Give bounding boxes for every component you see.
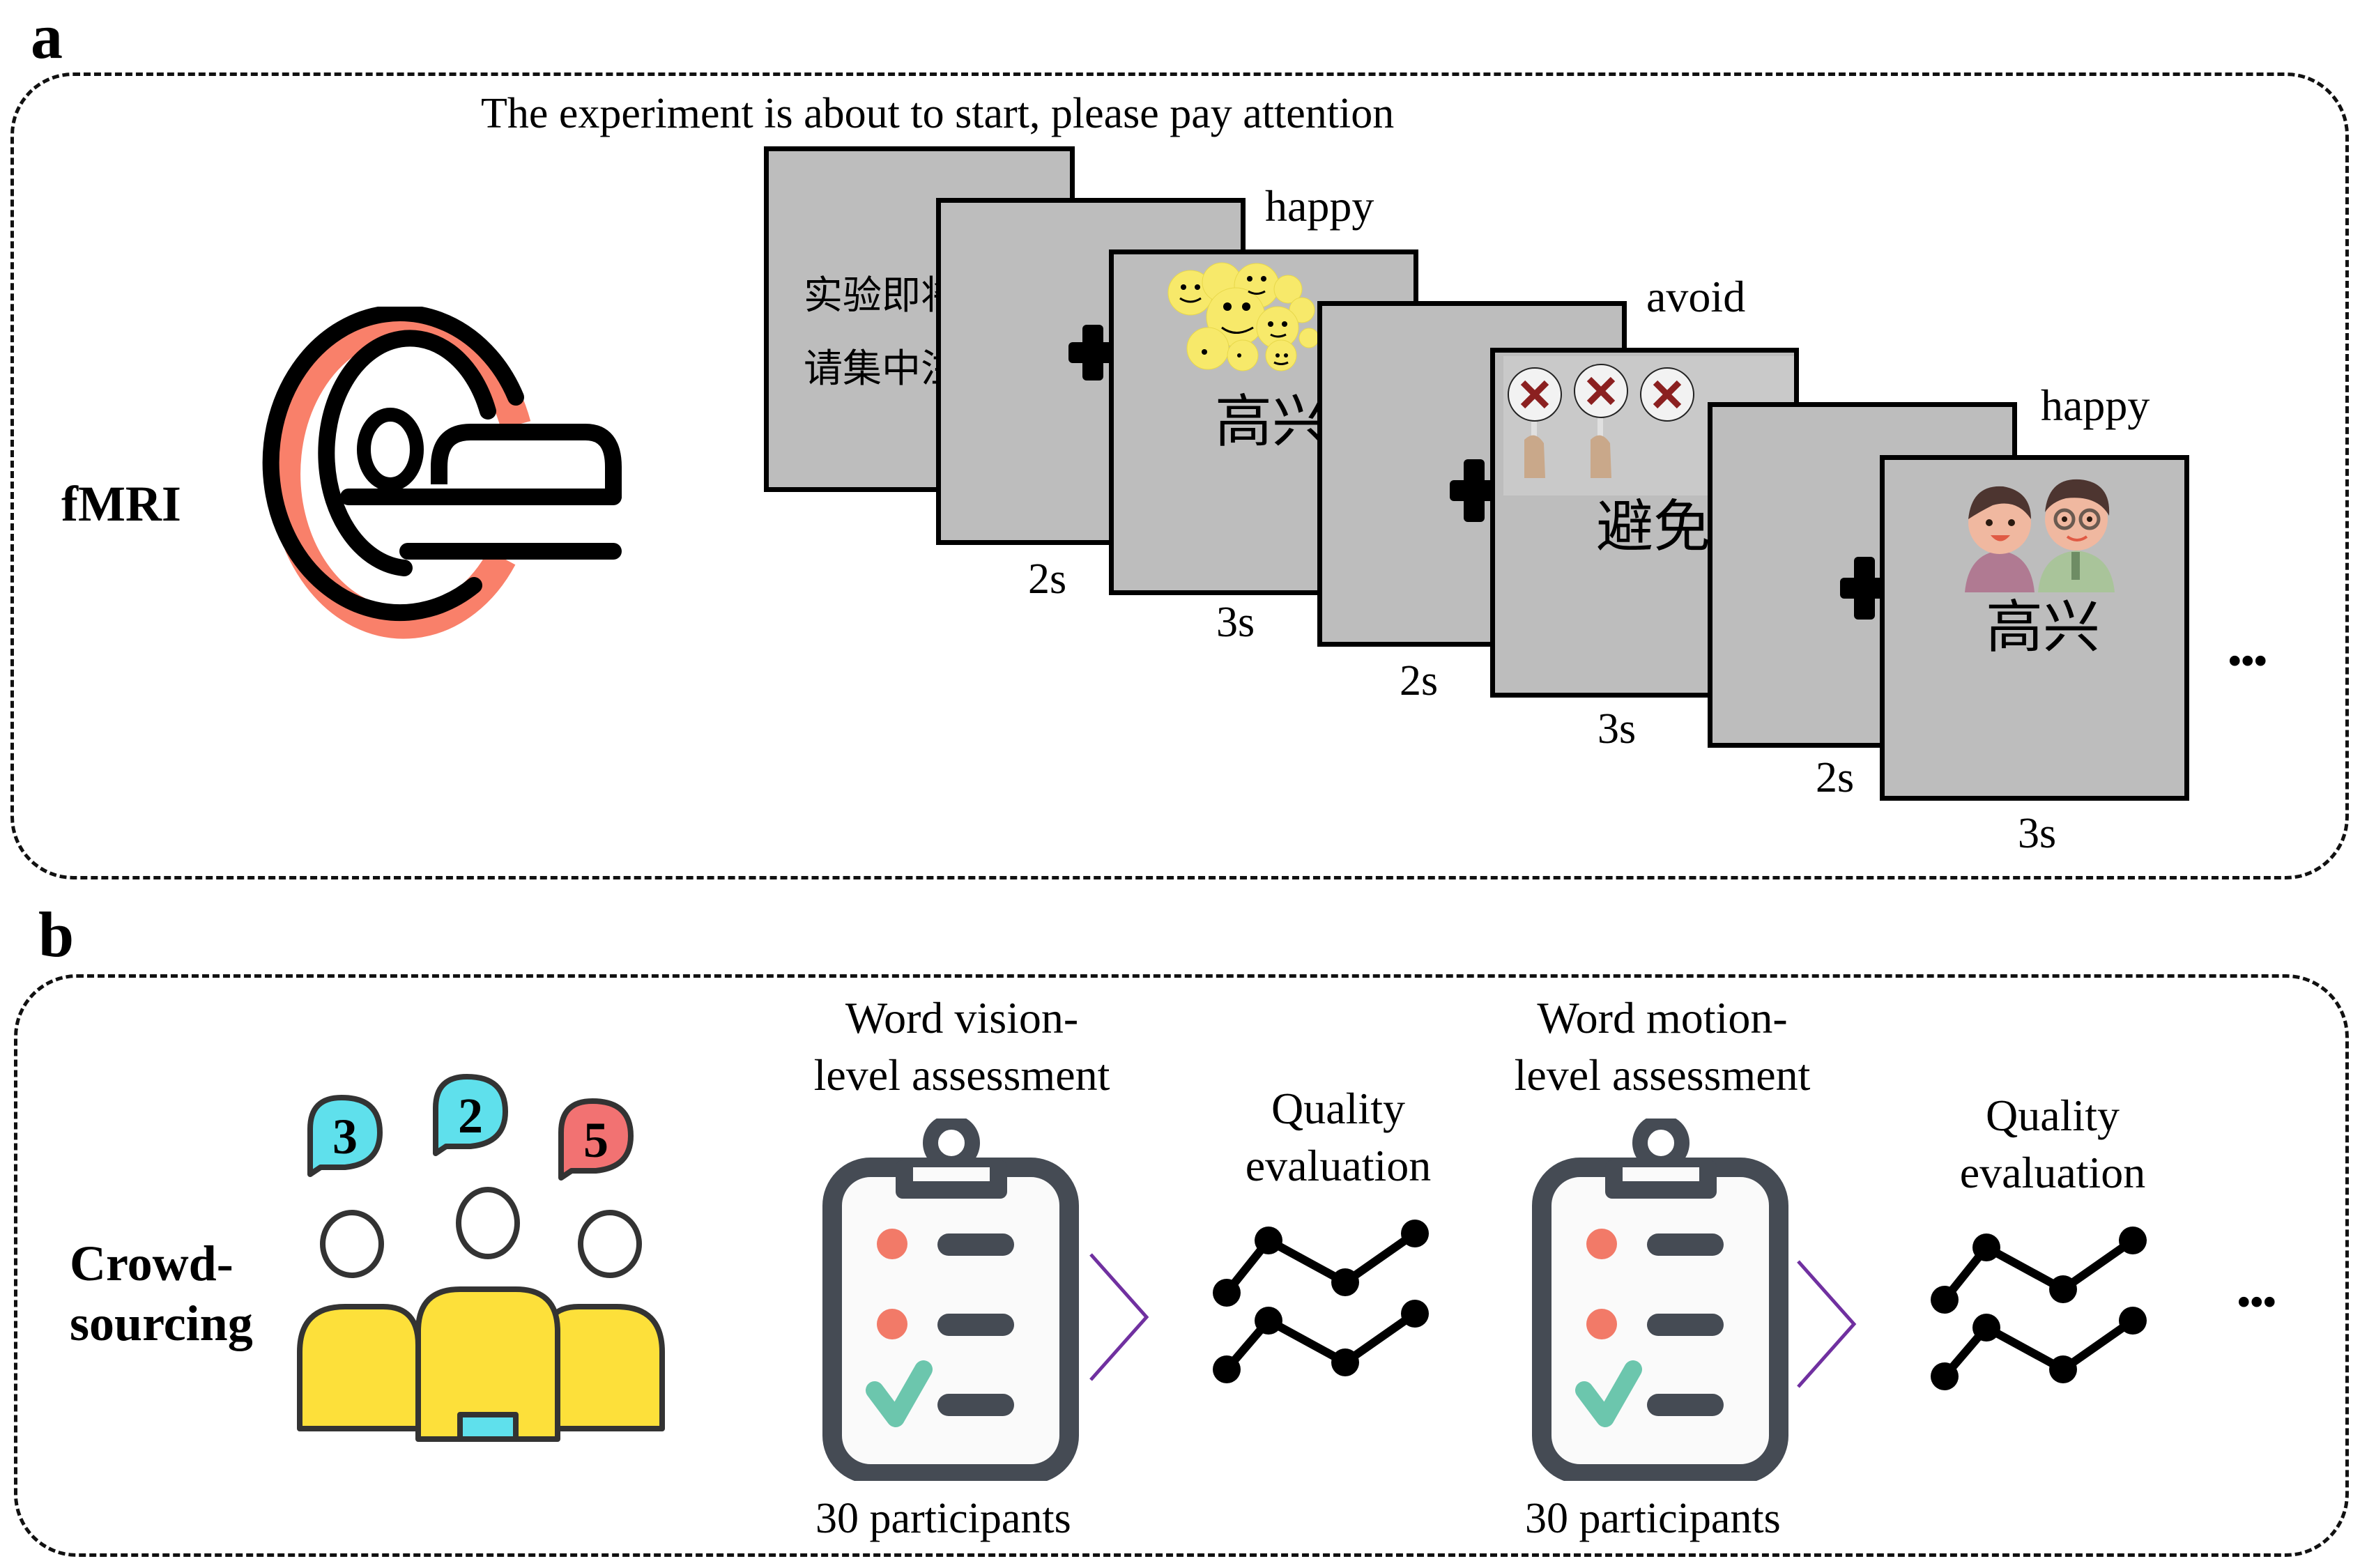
title-line: Word motion- xyxy=(1537,993,1788,1043)
quality-evaluation-title: Quality evaluation xyxy=(1913,1087,2192,1201)
crowd-rating-icon: 3 2 5 xyxy=(297,1074,665,1442)
stimulus-word: 高兴 xyxy=(1215,389,1330,455)
duration-label: 2s xyxy=(1028,555,1067,603)
vision-assessment-title: Word vision- level assessment xyxy=(802,990,1122,1104)
line-chart-icon xyxy=(1931,1227,2147,1390)
title-line: evaluation xyxy=(1959,1147,2146,1197)
line-chart-icon xyxy=(1213,1220,1429,1383)
title-line: Word vision- xyxy=(845,993,1079,1043)
fixation-cross-icon xyxy=(1840,557,1889,620)
title-line: evaluation xyxy=(1245,1140,1432,1190)
title-line: level assessment xyxy=(813,1050,1110,1100)
crowdsourcing-label-line-2: sourcing xyxy=(70,1296,253,1352)
bubble-score-2: 2 xyxy=(458,1088,483,1144)
panel-b-letter: b xyxy=(38,899,75,970)
stimulus-word: 避免 xyxy=(1596,494,1711,560)
duration-label: 3s xyxy=(1597,705,1637,753)
duration-label: 2s xyxy=(1816,754,1855,801)
fmri-label: fMRI xyxy=(61,476,181,532)
stimulus-card-happy-2: 高兴 xyxy=(1880,455,2189,801)
condition-label-happy: happy xyxy=(2041,381,2150,430)
panel-a-frame xyxy=(10,72,2349,879)
participant-count: 30 participants xyxy=(1525,1495,1781,1542)
mri-scanner-icon xyxy=(262,307,622,639)
bubble-score-3: 5 xyxy=(583,1112,608,1168)
title-line: Quality xyxy=(1271,1084,1405,1133)
happy-couple-cartoon-image xyxy=(1965,479,2115,592)
condition-label-avoid: avoid xyxy=(1646,272,1746,321)
arrow-chevron-icon xyxy=(1089,1253,1149,1381)
stimulus-word: 高兴 xyxy=(1986,594,2101,661)
experiment-start-caption: The experiment is about to start, please… xyxy=(481,90,1395,137)
sequence-continuation-ellipsis: ... xyxy=(2227,610,2268,679)
clipboard-checklist-icon xyxy=(822,1119,1079,1481)
panel-b-frame xyxy=(14,974,2349,1557)
duration-label: 3s xyxy=(2018,810,2057,857)
quality-evaluation-title: Quality evaluation xyxy=(1199,1080,1478,1194)
process-continuation-ellipsis: ... xyxy=(2236,1251,2277,1320)
panel-a-letter: a xyxy=(31,1,63,72)
crowdsourcing-label: Crowd- sourcing xyxy=(70,1233,253,1354)
duration-label: 3s xyxy=(1216,599,1255,646)
crowdsourcing-label-line-1: Crowd- xyxy=(70,1236,233,1291)
condition-label-happy: happy xyxy=(1265,181,1374,231)
participant-count: 30 participants xyxy=(815,1495,1071,1542)
title-line: level assessment xyxy=(1514,1050,1811,1100)
arrow-chevron-icon xyxy=(1797,1260,1857,1388)
title-line: Quality xyxy=(1986,1091,2120,1140)
duration-label: 2s xyxy=(1400,657,1439,705)
bubble-score-1: 3 xyxy=(332,1109,358,1165)
smiley-faces-image xyxy=(1167,262,1319,371)
clipboard-checklist-icon xyxy=(1532,1119,1788,1481)
motion-assessment-title: Word motion- level assessment xyxy=(1499,990,1826,1104)
